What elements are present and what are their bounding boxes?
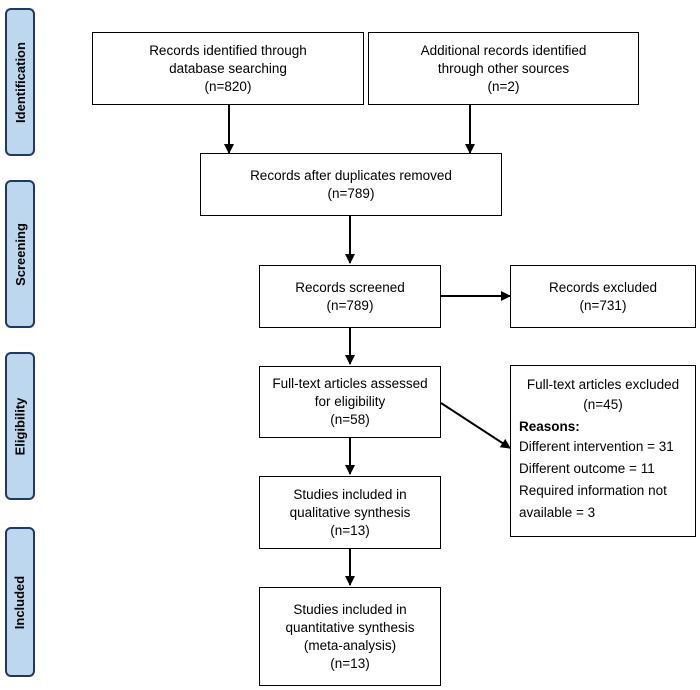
box-fulltext-excluded: Full-text articles excluded (n=45) Reaso…	[510, 365, 696, 537]
stage-included: Included	[5, 527, 35, 677]
box-duplicates-removed-line1: Records after duplicates removed	[250, 167, 452, 183]
box-database-searching-count: (n=820)	[204, 78, 252, 94]
box-fulltext-assessed-line2: for eligibility	[314, 394, 386, 409]
box-database-searching-line1: Records identified through	[149, 42, 307, 58]
box-other-sources-count: (n=2)	[487, 78, 520, 94]
box-fulltext-excluded-title: Full-text articles excluded	[526, 377, 680, 392]
box-records-screened-line1: Records screened	[295, 279, 405, 295]
box-quantitative-synthesis-line2: quantitative synthesis	[285, 619, 415, 635]
reasons-label: Reasons:	[519, 419, 580, 434]
box-qualitative-synthesis-line1: Studies included in	[293, 486, 407, 502]
arrow-fulltext-to-excluded	[440, 402, 511, 449]
box-duplicates-removed-count: (n=789)	[327, 185, 375, 201]
box-fulltext-assessed: Full-text articles assessed for eligibil…	[259, 366, 441, 438]
box-records-excluded: Records excluded (n=731)	[510, 265, 696, 328]
reason-item: available = 3	[519, 505, 596, 520]
box-other-sources-line2: through other sources	[437, 60, 570, 76]
reason-item: Different intervention = 31	[519, 439, 674, 454]
box-records-excluded-line1: Records excluded	[548, 279, 658, 295]
box-database-searching: Records identified through database sear…	[92, 32, 364, 105]
box-records-screened-count: (n=789)	[326, 297, 374, 313]
box-fulltext-excluded-count: (n=45)	[583, 397, 623, 412]
box-records-excluded-count: (n=731)	[579, 297, 627, 313]
stage-identification: Identification	[5, 8, 35, 156]
box-other-sources: Additional records identified through ot…	[368, 32, 639, 105]
reason-item: Required information not	[519, 483, 667, 498]
stage-screening: Screening	[5, 180, 35, 328]
box-qualitative-synthesis-line2: qualitative synthesis	[289, 504, 411, 520]
stage-eligibility: Eligibility	[5, 352, 35, 500]
box-records-screened: Records screened (n=789)	[259, 265, 441, 328]
box-quantitative-synthesis-line3: (meta-analysis)	[303, 637, 397, 653]
box-quantitative-synthesis: Studies included in quantitative synthes…	[259, 587, 441, 686]
box-quantitative-synthesis-line1: Studies included in	[293, 601, 407, 617]
box-fulltext-assessed-count: (n=58)	[330, 412, 370, 427]
reason-item: Different outcome = 11	[519, 461, 655, 476]
box-other-sources-line1: Additional records identified	[420, 42, 587, 58]
box-qualitative-synthesis-count: (n=13)	[330, 522, 370, 538]
box-quantitative-synthesis-count: (n=13)	[330, 655, 370, 671]
box-qualitative-synthesis: Studies included in qualitative synthesi…	[259, 476, 441, 549]
box-database-searching-line2: database searching	[169, 60, 287, 76]
box-duplicates-removed: Records after duplicates removed (n=789)	[200, 153, 502, 216]
box-fulltext-assessed-line1: Full-text articles assessed	[272, 376, 428, 391]
